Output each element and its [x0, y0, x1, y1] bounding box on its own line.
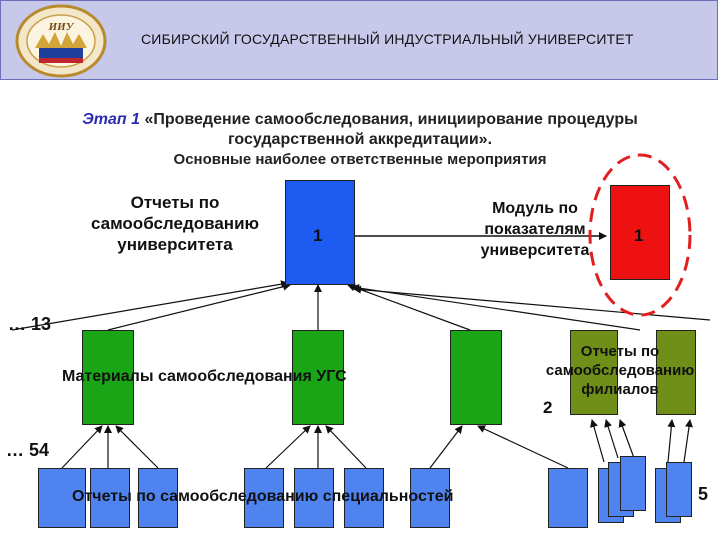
specialties-reports-label: Отчеты по самообследованию специальносте…	[72, 488, 454, 505]
header-bar: ИИУ СИБИРСКИЙ ГОСУДАРСТВЕННЫЙ ИНДУСТРИАЛ…	[0, 0, 718, 80]
stage-title-text: «Проведение самообследования, инициирова…	[144, 111, 638, 128]
arrow-b6	[325, 425, 367, 469]
arrow-b10	[604, 419, 619, 459]
ugs-box-3	[450, 330, 502, 425]
stage-label: Этап 1	[82, 111, 140, 128]
university-logo: ИИУ	[15, 4, 107, 78]
stage-title-line2: государственной аккредитации».	[227, 131, 493, 148]
spec-box-1	[38, 468, 86, 528]
university-title: СИБИРСКИЙ ГОСУДАРСТВЕННЫЙ ИНДУСТРИАЛЬНЫЙ…	[141, 31, 634, 47]
specialties-number: 5	[698, 484, 709, 504]
arrow-b13	[683, 419, 693, 463]
reports-university-label: Отчеты по самообследованию университета	[90, 193, 260, 254]
spec-box-3	[138, 468, 178, 528]
ugs-count: … 13	[8, 314, 52, 334]
svg-text:ИИУ: ИИУ	[48, 21, 75, 33]
arrow-b1	[61, 425, 103, 469]
university-reports-number: 1	[313, 226, 323, 245]
indicator-module-box	[610, 185, 670, 280]
arrow-b12	[667, 419, 676, 463]
indicator-module-label: Модуль по показателям университета	[480, 200, 590, 259]
ugs-materials-label: Материалы самообследования УГС	[62, 368, 347, 385]
ugs-box-2	[292, 330, 344, 425]
arrow-spec-left-to-blue	[11, 280, 289, 331]
branch-spec-box-3	[620, 456, 646, 511]
arrow-b3	[115, 425, 159, 469]
arrow-b7	[429, 425, 463, 469]
arrow-b4	[265, 425, 311, 469]
ugs-box-1	[82, 330, 134, 425]
arrow-b11	[618, 419, 635, 459]
arrow-green1-to-blue	[107, 282, 291, 331]
spec-box-7	[410, 468, 450, 528]
spec-box-4	[244, 468, 284, 528]
branch-box-1	[570, 330, 618, 415]
arrow-branches-to-blue	[351, 284, 641, 331]
spec-box-8	[548, 468, 588, 528]
arrow-right-edge-to-blue	[353, 285, 711, 321]
spec-box-2	[90, 468, 130, 528]
arrow-green3-to-blue	[347, 283, 471, 331]
stage-subtitle: Основные наиболее ответственные мероприя…	[173, 151, 547, 168]
spec-box-5	[294, 468, 334, 528]
branch-reports-label: Отчеты по самообследованию филиалов	[545, 343, 695, 398]
highlight-dashed-oval	[588, 153, 692, 317]
stage-title-line1: Этап 1 «Проведение самообследования, ини…	[0, 110, 720, 130]
arrow-b8	[477, 425, 569, 469]
university-reports-box	[285, 180, 355, 285]
branch-reports-number: 2	[543, 398, 553, 417]
branch-spec-box-5	[666, 462, 692, 517]
specialties-count: … 54	[6, 440, 50, 460]
indicator-module-number: 1	[634, 226, 644, 245]
branch-box-2	[656, 330, 696, 415]
arrow-b9	[590, 419, 605, 463]
spec-box-6	[344, 468, 384, 528]
stage-heading: Этап 1 «Проведение самообследования, ини…	[0, 110, 720, 170]
